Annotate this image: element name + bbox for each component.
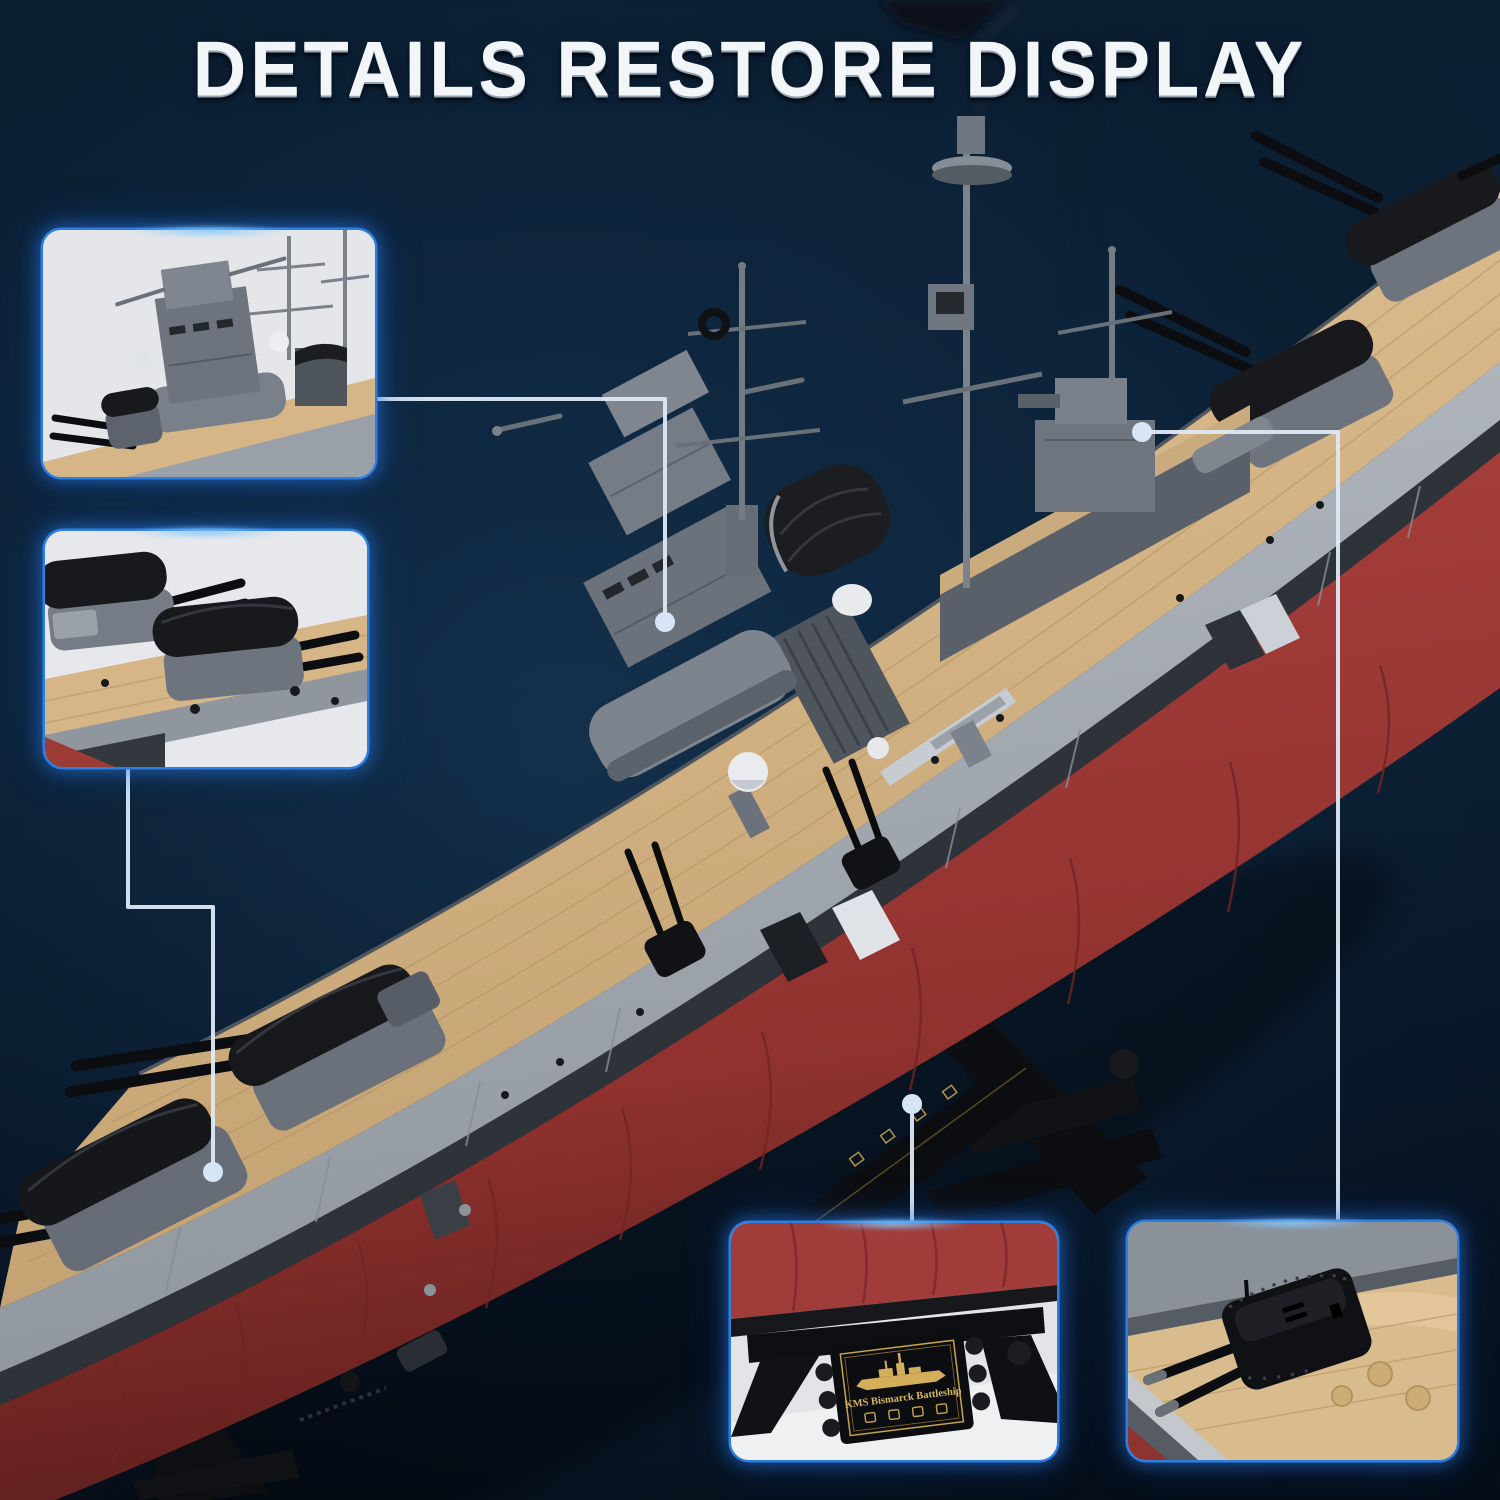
hull-plate-seams [111, 664, 1391, 1466]
connector-dots [203, 422, 1152, 1182]
aft-mast [1109, 252, 1115, 457]
gold-badge-icons [864, 1403, 948, 1424]
main-mast [902, 116, 1043, 588]
nameplate-detail-image: KMS Bismarck Battleship [731, 1223, 1057, 1460]
battleship-model [0, 116, 1500, 1500]
smoke-wisps [878, 0, 1099, 302]
connector-stern-turret [1140, 430, 1340, 1224]
hull-gray-band [0, 362, 1500, 1372]
nameplate-plate: KMS Bismarck Battleship [815, 1331, 991, 1444]
radar-dome [832, 584, 872, 616]
rangefinder [601, 349, 710, 438]
page-title: DETAILS RESTORE DISPLAY [192, 24, 1308, 113]
radar-ball [728, 752, 770, 839]
battleship-silhouette-icon [856, 1352, 946, 1391]
turret-front [152, 596, 364, 701]
main-turrets-detail-image [45, 531, 367, 767]
stand-rail-nameplate-bar [770, 1056, 1042, 1272]
deck-fittings [299, 501, 1324, 1422]
hull-dark-stripe [0, 420, 1500, 1405]
callout-stern-turret [1128, 1222, 1457, 1460]
main-turret-b [64, 964, 446, 1131]
callout-superstructure [43, 230, 375, 477]
callout-nameplate: KMS Bismarck Battleship [731, 1223, 1057, 1460]
superstructure-detail-image [43, 230, 375, 477]
searchlight [698, 308, 730, 340]
funnel-cap [764, 464, 890, 576]
funnel [764, 464, 910, 764]
display-stand-stern [928, 1018, 1162, 1224]
stern-turret-close [1143, 1268, 1372, 1417]
secondary-turrets [624, 758, 901, 978]
forward-mast [675, 262, 821, 520]
stern-turret-d [1251, 131, 1500, 302]
gray-band-seams [165, 485, 1421, 1293]
connector-superstructure [373, 397, 667, 624]
main-turret-a [0, 1098, 248, 1272]
crane-catapult [867, 688, 1016, 786]
hull-red [0, 452, 1500, 1500]
bridge-tower [492, 349, 805, 782]
callout-connectors [126, 397, 1340, 1226]
stern-turret-detail-image [1128, 1222, 1457, 1460]
connector-main-turrets [126, 765, 215, 1174]
camouflage-stripes [420, 594, 1300, 1240]
stern-turret-c [1115, 285, 1394, 468]
callout-main-turrets [45, 531, 367, 767]
